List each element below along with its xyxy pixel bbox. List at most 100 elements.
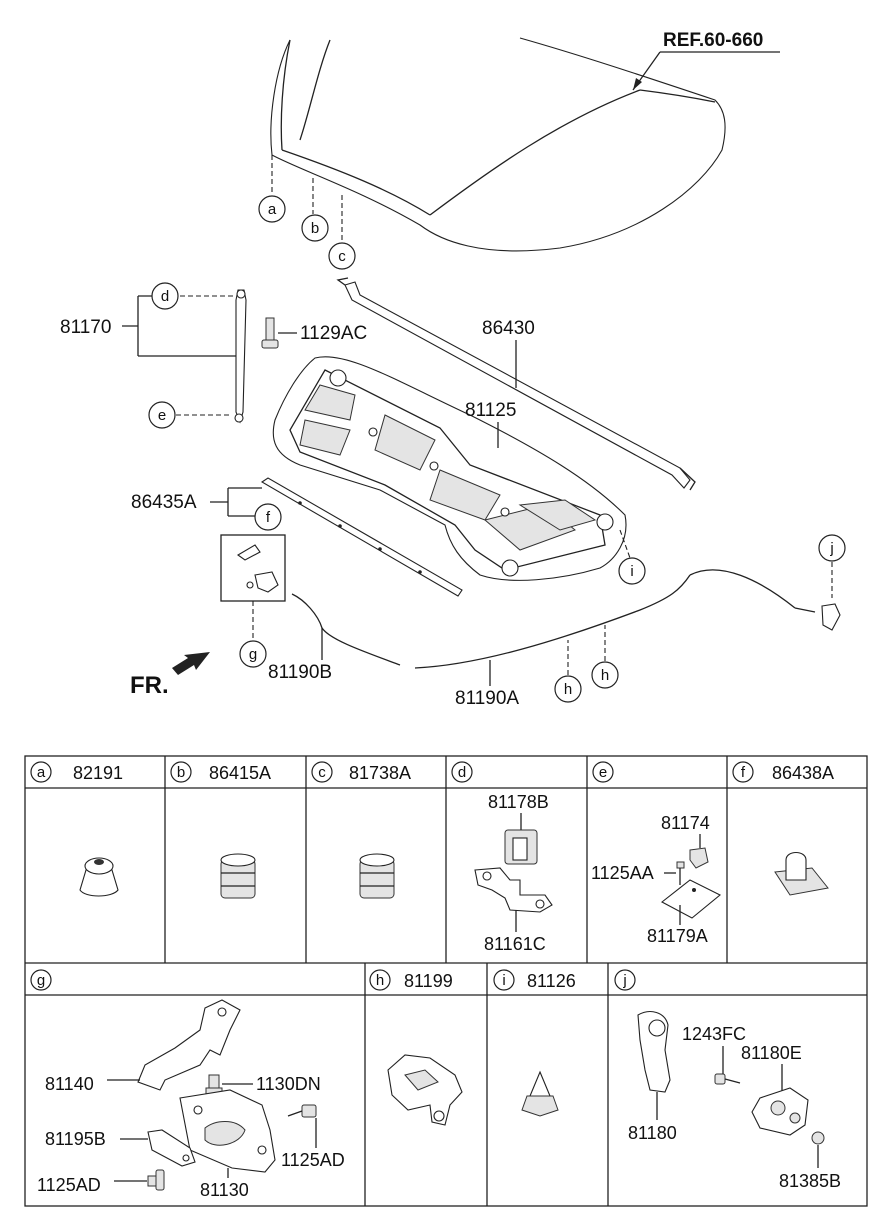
label-81125: 81125 xyxy=(465,400,516,421)
svg-text:f: f xyxy=(266,509,271,526)
front-arrow-icon xyxy=(172,652,210,675)
svg-text:81199: 81199 xyxy=(404,971,453,991)
label-81180: 81180 xyxy=(628,1123,677,1143)
label-81140: 81140 xyxy=(45,1074,94,1094)
hood-lift-support xyxy=(234,289,247,424)
svg-text:e: e xyxy=(599,764,607,781)
svg-text:g: g xyxy=(249,646,257,663)
svg-text:j: j xyxy=(622,972,626,989)
svg-text:c: c xyxy=(338,248,346,265)
label-1243FC: 1243FC xyxy=(682,1024,746,1044)
part-81161C-bracket xyxy=(474,867,553,913)
label-1125AA: 1125AA xyxy=(591,863,654,883)
label-81195B: 81195B xyxy=(45,1129,106,1149)
svg-text:d: d xyxy=(161,288,169,305)
part-81385B-nut xyxy=(811,1131,825,1145)
part-1243FC-screw xyxy=(714,1073,741,1085)
part-81738A-bumper xyxy=(359,853,395,899)
part-86438A-clip xyxy=(774,851,829,896)
part-81174-clip xyxy=(689,847,709,869)
part-81195B-bracket xyxy=(147,1129,196,1167)
latch-assembly-box xyxy=(220,534,286,602)
svg-text:j: j xyxy=(829,540,833,557)
ref-label: REF.60-660 xyxy=(663,30,763,51)
label-1125AD-left: 1125AD xyxy=(37,1175,101,1195)
hood-seal-strip xyxy=(260,477,463,597)
leader-81170 xyxy=(122,295,236,357)
leader-86435A xyxy=(210,487,262,517)
callout-h-2: h xyxy=(591,661,619,689)
hood-insulator xyxy=(272,356,627,581)
front-label: FR. xyxy=(130,672,169,699)
svg-text:b: b xyxy=(177,764,185,781)
svg-text:e: e xyxy=(158,407,166,424)
label-81190B: 81190B xyxy=(268,662,332,683)
bolt-1129AC xyxy=(261,317,279,349)
ref-arrowhead xyxy=(633,78,642,90)
header-j: j xyxy=(614,969,636,991)
label-86430: 86430 xyxy=(482,318,535,339)
release-cable xyxy=(291,569,841,669)
part-86415A-bumper xyxy=(220,853,256,899)
hood-stay-rod xyxy=(336,277,696,491)
part-81130-latch xyxy=(179,1089,276,1173)
label-81385B: 81385B xyxy=(779,1171,841,1191)
callout-i: i xyxy=(618,557,646,585)
callout-h-1: h xyxy=(554,675,582,703)
svg-text:f: f xyxy=(741,764,746,781)
svg-text:a: a xyxy=(37,764,46,781)
label-81130: 81130 xyxy=(200,1180,249,1200)
label-81161C: 81161C xyxy=(484,934,546,954)
label-81180E: 81180E xyxy=(741,1043,802,1063)
svg-text:i: i xyxy=(630,563,633,580)
part-81180-handle xyxy=(637,1011,671,1093)
part-81140-hook xyxy=(137,999,241,1091)
header-b: b 86415A xyxy=(170,761,271,783)
header-c: c 81738A xyxy=(311,761,411,783)
part-81178B-bushing xyxy=(504,829,538,865)
svg-text:86438A: 86438A xyxy=(772,763,834,783)
label-81170: 81170 xyxy=(60,317,111,338)
callout-j: j xyxy=(818,534,846,562)
svg-text:81738A: 81738A xyxy=(349,763,411,783)
callout-c: c xyxy=(328,242,356,270)
header-g: g xyxy=(30,969,52,991)
svg-text:h: h xyxy=(376,972,384,989)
header-e: e xyxy=(592,761,614,783)
svg-text:h: h xyxy=(601,667,609,684)
parts-table xyxy=(24,755,868,1207)
label-81178B: 81178B xyxy=(488,792,549,812)
header-i: i 81126 xyxy=(493,969,576,991)
part-81126-clip xyxy=(521,1070,559,1117)
callout-f: f xyxy=(254,503,282,531)
svg-text:d: d xyxy=(458,764,466,781)
part-81199-clip xyxy=(387,1054,463,1126)
svg-text:i: i xyxy=(502,972,505,989)
header-f: f 86438A xyxy=(732,761,834,783)
label-81174: 81174 xyxy=(661,813,710,833)
header-d: d xyxy=(451,761,473,783)
header-a: a 82191 xyxy=(30,761,123,783)
svg-text:g: g xyxy=(37,972,45,989)
svg-text:h: h xyxy=(564,681,572,698)
label-1129AC: 1129AC xyxy=(300,323,367,344)
svg-text:81126: 81126 xyxy=(527,971,576,991)
part-1125AA-bolt xyxy=(676,861,685,885)
callout-e: e xyxy=(148,401,176,429)
label-1130DN: 1130DN xyxy=(256,1074,321,1094)
callout-b: b xyxy=(301,214,329,242)
part-1125AD-bolt-right xyxy=(287,1104,317,1118)
hood-panel xyxy=(270,37,726,252)
part-81179A-bracket xyxy=(660,879,722,919)
svg-text:c: c xyxy=(318,764,326,781)
part-82191-bumper xyxy=(79,857,119,897)
svg-text:a: a xyxy=(268,201,277,218)
svg-text:86415A: 86415A xyxy=(209,763,271,783)
svg-text:82191: 82191 xyxy=(73,763,123,783)
label-81190A: 81190A xyxy=(455,688,519,709)
label-81179A: 81179A xyxy=(647,926,708,946)
part-81180E-lever xyxy=(751,1087,809,1136)
callout-a: a xyxy=(258,195,286,223)
leader-i xyxy=(619,529,631,559)
